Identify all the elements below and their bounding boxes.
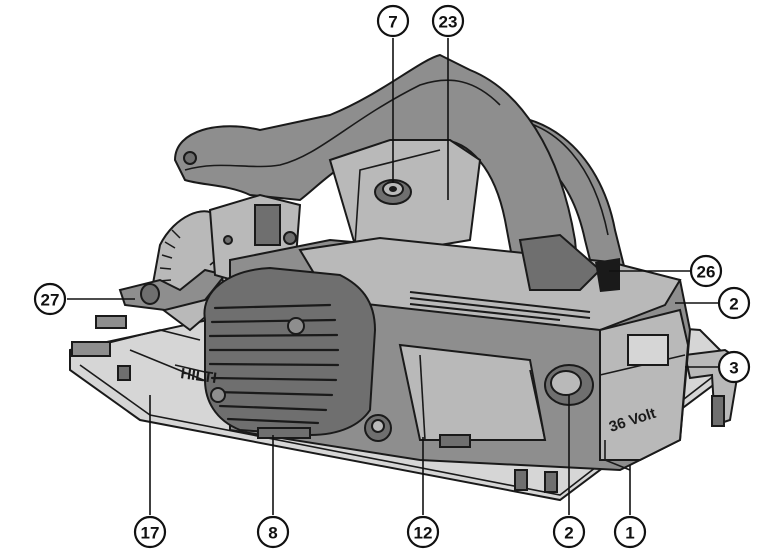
svg-text:26: 26: [697, 263, 716, 282]
callout-12: 12: [406, 515, 440, 549]
svg-text:1: 1: [625, 524, 634, 543]
callout-1: 1: [613, 515, 647, 549]
leader-lines: [67, 38, 719, 515]
svg-text:8: 8: [268, 524, 277, 543]
svg-text:7: 7: [388, 13, 397, 32]
callout-27: 27: [33, 282, 67, 316]
battery-pack: [599, 308, 690, 461]
main-handle: [173, 53, 582, 302]
callout-2-top: 2: [717, 286, 751, 320]
svg-text:17: 17: [141, 524, 160, 543]
callouts: 7 23 26 2 3 27 17 8: [33, 4, 751, 549]
callout-2-bottom: 2: [552, 515, 586, 549]
svg-text:27: 27: [41, 291, 60, 310]
callout-23: 23: [431, 4, 465, 38]
svg-text:12: 12: [414, 524, 433, 543]
cooling-vents: [208, 303, 340, 425]
motor-cap: [203, 266, 377, 437]
callout-26: 26: [689, 254, 723, 288]
callout-17: 17: [133, 515, 167, 549]
svg-text:2: 2: [564, 524, 573, 543]
callout-3: 3: [717, 350, 751, 384]
brand-mark: HILTI: [179, 365, 217, 387]
svg-text:3: 3: [729, 359, 738, 378]
callout-7: 7: [376, 4, 410, 38]
svg-text:23: 23: [439, 13, 458, 32]
callout-8: 8: [256, 515, 290, 549]
svg-text:2: 2: [729, 295, 738, 314]
saw-illustration: 36 Volt HILTI: [69, 53, 742, 502]
